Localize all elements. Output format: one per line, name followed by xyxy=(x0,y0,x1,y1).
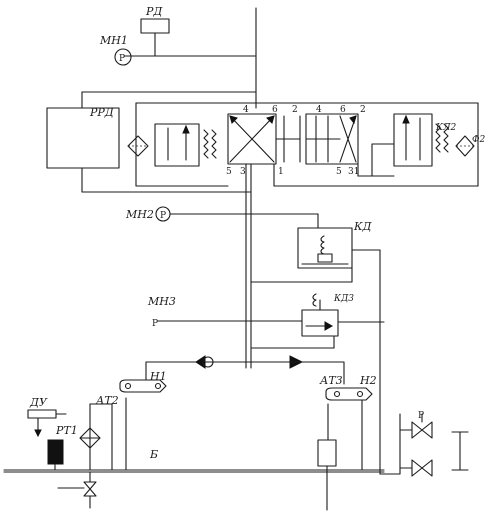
label-mn3: МН3 xyxy=(147,295,176,308)
directional-valve-main xyxy=(227,113,301,186)
label-kl2: КЛ2 xyxy=(435,123,456,133)
label-at2: АТ2 xyxy=(95,394,119,407)
label-rt1: РТ1 xyxy=(55,424,78,437)
port-2a: 2 xyxy=(292,105,298,115)
directional-valve-secondary xyxy=(273,113,359,187)
label-rrd: РРД xyxy=(89,106,115,119)
tank-b xyxy=(3,397,385,511)
port-numbers: 4 6 2 4 6 2 5 3 1 5 31 xyxy=(226,105,366,177)
gauge-symbol-mn1: Р xyxy=(119,54,125,64)
port-6a: 6 xyxy=(272,105,278,115)
level-sensor-du xyxy=(27,409,67,438)
port-4a: 4 xyxy=(243,105,249,115)
port-3: 3 xyxy=(240,167,246,177)
port-1: 1 xyxy=(278,167,284,177)
regulator-rrd xyxy=(46,107,120,169)
valve-kl2 xyxy=(357,113,449,177)
filter-left xyxy=(127,135,149,157)
label-rd: РД xyxy=(145,5,163,18)
pressure-gauge-mn2 xyxy=(155,206,319,229)
label-at3: АТ3 xyxy=(319,374,343,387)
port-6b: 6 xyxy=(340,105,346,115)
gauge-symbol-right: Р xyxy=(418,411,424,421)
check-valve-kd3 xyxy=(301,293,385,337)
labels: РД МН1 Р РРД КЛ2 Ф2 МН2 Р КД МН3 Р КД3 Н… xyxy=(29,5,485,461)
check-valve-kd xyxy=(297,227,381,475)
filter-f2 xyxy=(455,135,475,157)
pump-discharge-line xyxy=(145,355,345,385)
gauge-symbol-mn3: Р xyxy=(152,319,158,329)
label-f2: Ф2 xyxy=(472,135,485,145)
port-5a: 5 xyxy=(226,167,232,177)
label-tank-b: Б xyxy=(149,448,158,461)
label-du: ДУ xyxy=(29,396,48,409)
port-2b: 2 xyxy=(360,105,366,115)
label-mn2: МН2 xyxy=(125,208,154,221)
label-n1: Н1 xyxy=(149,370,167,383)
right-valves xyxy=(379,413,469,477)
main-pressure-line xyxy=(245,7,257,369)
port-31: 31 xyxy=(348,167,359,177)
label-mn1: МН1 xyxy=(99,34,128,47)
gauge-symbol-mn2: Р xyxy=(160,211,166,221)
label-kd: КД xyxy=(353,220,373,233)
port-5b: 5 xyxy=(336,167,342,177)
drain-valve-bottom xyxy=(57,471,97,509)
pressure-relay-rd xyxy=(123,18,257,57)
thermo-relay-rt1 xyxy=(47,439,64,471)
valve-bank-frame xyxy=(81,91,479,193)
pressure-gauge-mn1 xyxy=(114,48,132,66)
pump-h2 xyxy=(325,387,373,401)
branch-lines xyxy=(250,267,353,349)
label-kd3: КД3 xyxy=(333,294,354,304)
label-n2: Н2 xyxy=(359,374,377,387)
port-4b: 4 xyxy=(316,105,322,115)
heat-exchanger-at2 xyxy=(79,403,113,471)
pump-h1 xyxy=(119,379,167,393)
relief-valve-left xyxy=(154,123,217,167)
